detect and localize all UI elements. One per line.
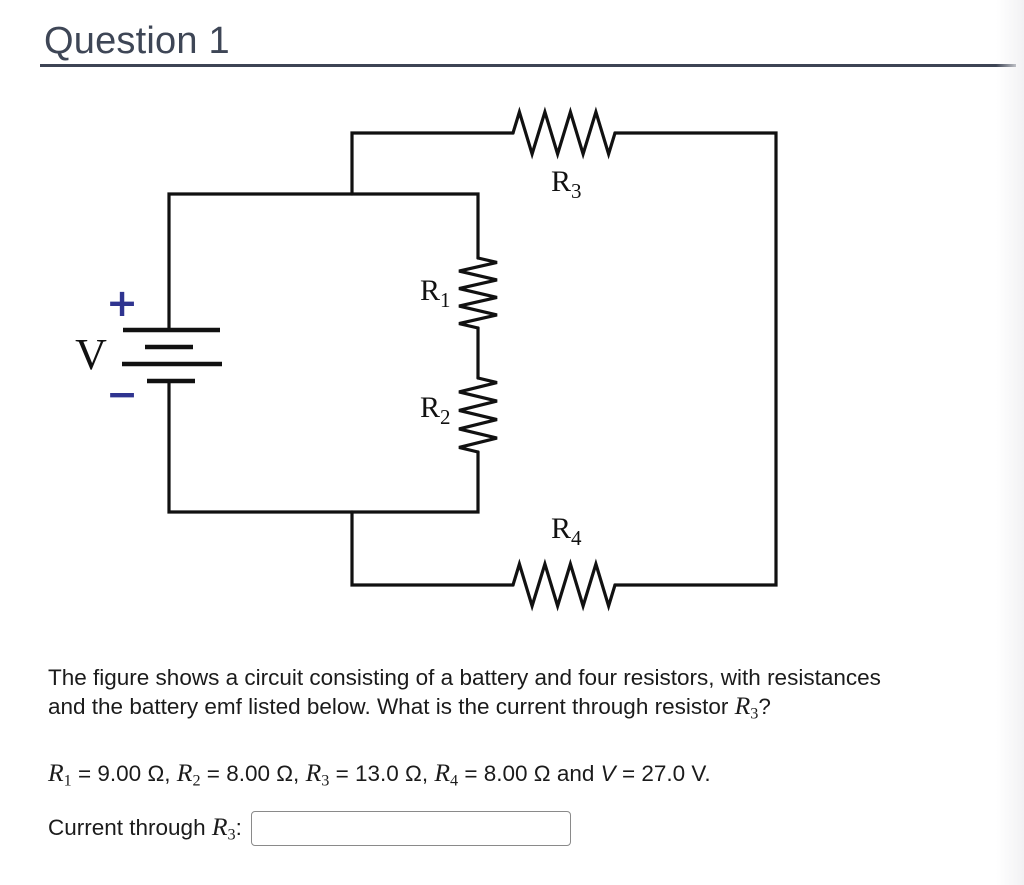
title-divider	[40, 64, 1016, 67]
question-line2: and the battery emf listed below. What i…	[48, 694, 735, 719]
given-r2-symbol: R	[176, 758, 193, 787]
given-v-value: = 27.0 V.	[615, 761, 711, 786]
resistor-r2-symbol	[458, 376, 498, 454]
resistor-r1-symbol	[458, 256, 498, 330]
current-answer-input[interactable]	[250, 810, 571, 846]
given-values: R1 = 9.00 Ω, R2 = 8.00 Ω, R3 = 13.0 Ω, R…	[48, 756, 1023, 798]
given-v-symbol: V	[600, 761, 616, 786]
given-r4-sub: 4	[450, 771, 459, 790]
resistor-r2-label: R2	[420, 391, 451, 429]
wire-inner-bottom	[167, 379, 480, 514]
given-r3-symbol: R	[305, 758, 322, 787]
given-r2-sub: 2	[192, 771, 201, 790]
resistor-r4-symbol	[511, 558, 617, 612]
answer-row: Current through R3:	[48, 806, 571, 850]
battery-minus-sign: −	[106, 372, 138, 416]
question-text: The figure shows a circuit consisting of…	[48, 664, 1023, 728]
answer-label-colon: :	[235, 814, 242, 840]
given-r4-value: = 8.00 Ω and	[458, 761, 601, 786]
resistor-r1-label: R1	[420, 274, 451, 312]
question-math-r-sub: 3	[750, 704, 759, 723]
question-mark: ?	[758, 694, 771, 719]
given-r1-value: = 9.00 Ω,	[71, 761, 177, 786]
answer-label: Current through R3:	[48, 812, 242, 845]
question-math-r: R	[734, 691, 751, 720]
page-title: Question 1	[44, 20, 230, 62]
given-r1-symbol: R	[48, 758, 64, 787]
given-r1-sub: 1	[63, 771, 72, 790]
given-r4-symbol: R	[434, 758, 451, 787]
given-r3-value: = 13.0 Ω,	[329, 761, 435, 786]
wire-bottom-branch	[350, 510, 515, 587]
answer-math-r: R	[211, 811, 228, 841]
circuit-diagram: V + − R1 R2 R3 R4	[75, 106, 778, 612]
battery-plus-sign: +	[106, 281, 138, 325]
given-r2-value: = 8.00 Ω,	[200, 761, 306, 786]
wire-right-side	[613, 131, 778, 587]
wire-inner-top	[167, 192, 480, 332]
battery-label: V	[75, 330, 107, 379]
circuit-svg: V + − R1 R2 R3 R4	[75, 106, 778, 612]
resistor-r3-label: R3	[551, 165, 582, 203]
question-line1: The figure shows a circuit consisting of…	[48, 665, 881, 690]
given-r3-sub: 3	[321, 771, 330, 790]
answer-math-r-sub: 3	[227, 825, 236, 844]
resistor-r3-symbol	[511, 106, 617, 160]
wire-top-branch	[350, 131, 515, 196]
answer-label-text: Current through	[48, 814, 212, 840]
resistor-r4-label: R4	[551, 512, 582, 550]
